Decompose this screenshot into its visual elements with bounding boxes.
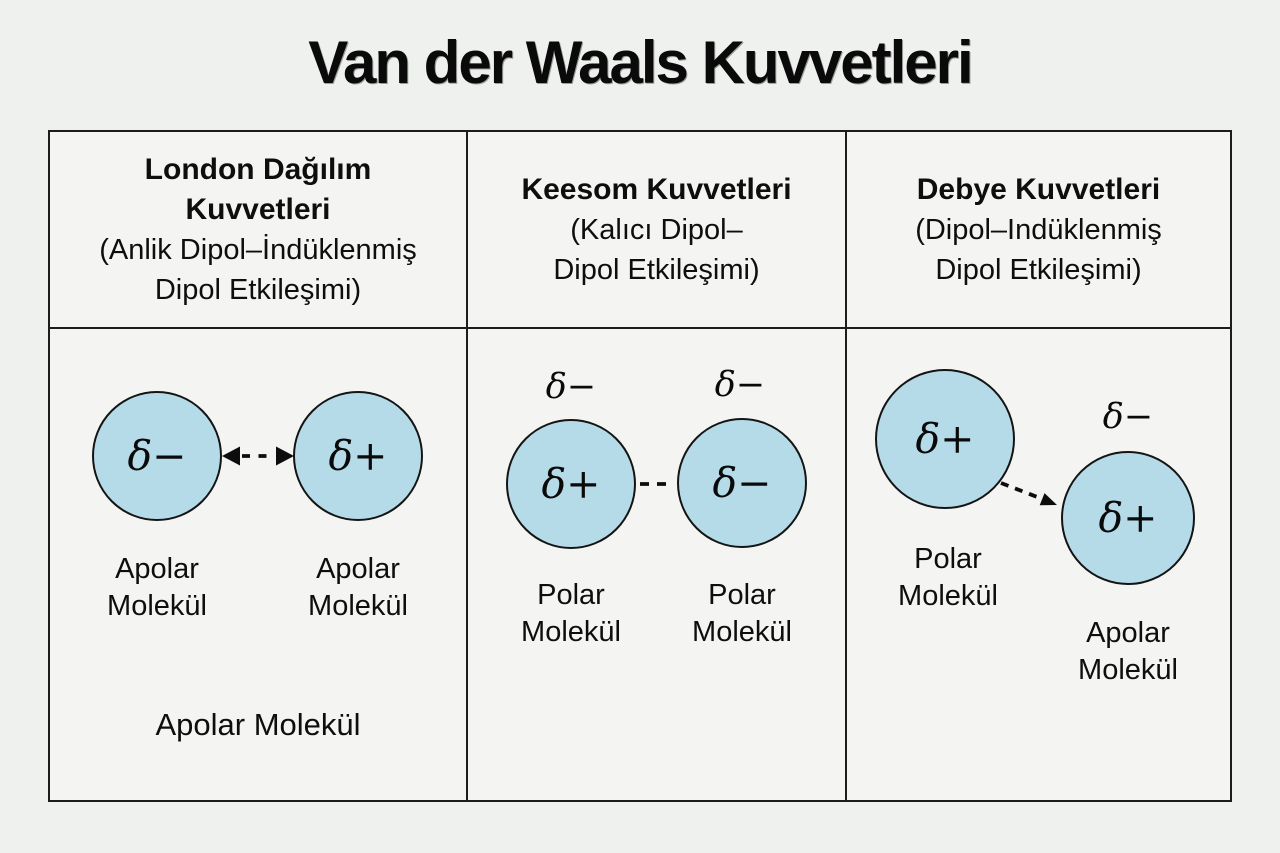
column-title: London Dağılım <box>144 152 372 186</box>
column-subtitle: Dipol Etkileşimi) <box>154 273 362 306</box>
molecule-circle: δ+ <box>1061 451 1195 585</box>
molecule-circle: δ− <box>677 418 807 548</box>
charge-label: δ+ <box>541 460 601 508</box>
body-london: δ− δ+ Apolar Molekül Apolar Molekül Apol… <box>50 329 468 800</box>
header-keesom: Keesom Kuvvetleri (Kalıcı Dipol– Dipol E… <box>468 132 847 329</box>
molecule-label: Apolar Molekül <box>308 553 408 622</box>
body-keesom: δ− δ− δ+ δ− Polar Molekül Polar Molekül <box>468 329 847 800</box>
molecule-circle: δ+ <box>293 391 423 521</box>
charge-label: δ+ <box>1098 494 1158 542</box>
column-subtitle: (Kalıcı Dipol– <box>570 213 743 246</box>
top-charge-label: δ− <box>545 367 597 407</box>
column-title: Debye Kuvvetleri <box>916 172 1161 206</box>
top-charge-label: δ− <box>714 365 766 405</box>
page-title: Van der Waals Kuvvetleri <box>308 29 973 96</box>
molecule-label: Polar Molekül <box>521 579 621 648</box>
header-london: London Dağılım Kuvvetleri (Anlik Dipol–İ… <box>50 132 468 329</box>
charge-label: δ+ <box>328 432 388 480</box>
molecule-circle: δ− <box>92 391 222 521</box>
molecule-label: Polar Molekül <box>898 543 998 612</box>
column-subtitle: Dipol Etkileşimi) <box>553 253 760 286</box>
column-subtitle: Dipol Etkileşimi) <box>935 253 1142 286</box>
column-subtitle: (Dipol–Indüklenmiş <box>915 213 1162 246</box>
molecule-circle: δ+ <box>506 419 636 549</box>
charge-label: δ− <box>712 459 772 507</box>
molecule-label: Apolar Molekül <box>107 553 207 622</box>
double-headed-dashed-arrow-icon <box>222 446 294 466</box>
column-title: Kuvvetleri <box>185 192 331 226</box>
body-debye: δ+ δ− δ+ Polar Molekül Apolar Molekül <box>847 329 1230 800</box>
molecule-circle: δ+ <box>875 369 1015 509</box>
header-debye: Debye Kuvvetleri (Dipol–Indüklenmiş Dipo… <box>847 132 1230 329</box>
molecule-label: Polar Molekül <box>692 579 792 648</box>
forces-table: London Dağılım Kuvvetleri (Anlik Dipol–İ… <box>48 130 1232 802</box>
dashed-bond-icon <box>640 482 674 486</box>
column-subtitle: (Anlik Dipol–İndüklenmiş <box>99 233 417 266</box>
charge-label: δ− <box>127 432 187 480</box>
top-charge-label: δ− <box>1102 397 1154 437</box>
column-title: Keesom Kuvvetleri <box>521 172 792 206</box>
dashed-induction-arrow-icon <box>1000 481 1057 506</box>
column-footer-label: Apolar Molekül <box>155 707 361 742</box>
molecule-label: Apolar Molekül <box>1078 617 1178 686</box>
charge-label: δ+ <box>915 415 975 463</box>
